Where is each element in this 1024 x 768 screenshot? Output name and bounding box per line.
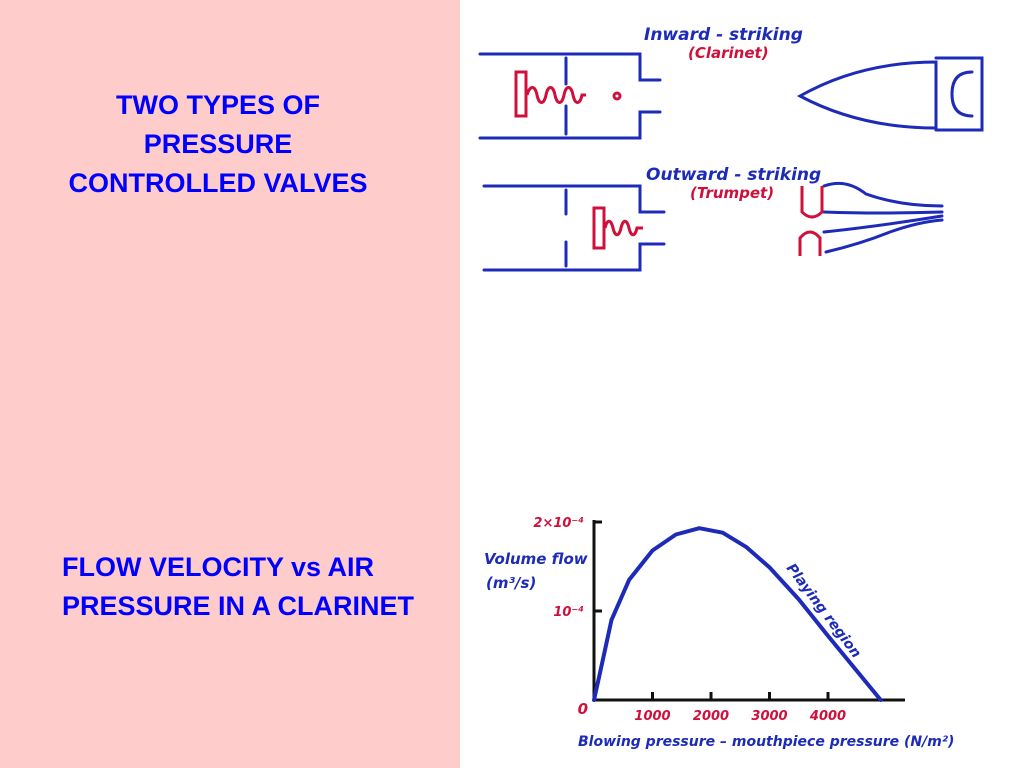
inward-label: Inward - striking	[644, 25, 803, 45]
trumpet-horn-mid-upper	[822, 210, 944, 215]
inward-mouthpiece-c	[950, 70, 974, 118]
outward-mass-spring	[592, 186, 824, 256]
outward-valve-diagram	[482, 181, 944, 272]
x-tick-label-3000: 3000	[751, 709, 787, 724]
x-tick-label-1000: 1000	[634, 709, 670, 724]
flow-pressure-chart: 2×10⁻⁴ 10⁻⁴ 0 1000 2000 3000 4000 Volume…	[484, 516, 954, 750]
y-tick-label-0: 0	[578, 700, 588, 718]
inward-sublabel: (Clarinet)	[688, 44, 769, 62]
trumpet-horn-upper	[822, 181, 944, 208]
y-axis-unit: (m³/s)	[486, 574, 536, 592]
inward-spring	[525, 86, 586, 104]
inward-mass	[514, 70, 528, 118]
trumpet-horn-lower	[824, 218, 944, 254]
outward-tube-top-wall	[482, 184, 666, 214]
outward-tube-bottom-wall	[482, 242, 666, 272]
trumpet-lip-upper	[800, 186, 824, 219]
axis-ticks	[594, 520, 830, 700]
outward-spring	[603, 219, 643, 237]
inward-reed-shape	[796, 60, 938, 130]
outward-label: Outward - striking	[646, 165, 821, 185]
y-tick-label-2e-4: 2×10⁻⁴	[533, 516, 584, 531]
inward-mass-spring	[514, 70, 622, 118]
left-panel: TWO TYPES OF PRESSURE CONTROLLED VALVES …	[0, 0, 460, 768]
inward-mouthpiece-bracket	[934, 56, 984, 132]
outward-mass	[592, 206, 606, 250]
valve-types-heading: TWO TYPES OF PRESSURE CONTROLLED VALVES	[68, 90, 368, 198]
playing-region-annotation: Playing region	[783, 561, 864, 661]
inward-valve-diagram	[478, 52, 984, 140]
x-tick-label-2000: 2000	[693, 709, 729, 724]
y-tick-label-1e-4: 10⁻⁴	[553, 605, 584, 620]
outward-sublabel: (Trumpet)	[690, 184, 774, 202]
flow-curve	[592, 526, 883, 702]
trumpet-lip-lower	[798, 230, 822, 256]
x-tick-label-4000: 4000	[809, 709, 846, 724]
inward-tube-bottom-wall	[478, 110, 662, 140]
inward-spring-end	[612, 91, 622, 101]
y-axis-label: Volume flow	[484, 550, 588, 568]
inward-tube-top-wall	[478, 52, 662, 82]
x-axis-label: Blowing pressure – mouthpiece pressure (…	[578, 734, 954, 750]
flow-velocity-heading: FLOW VELOCITY vs AIR PRESSURE IN A CLARI…	[62, 552, 415, 621]
trumpet-horn-mid-lower	[822, 214, 944, 234]
